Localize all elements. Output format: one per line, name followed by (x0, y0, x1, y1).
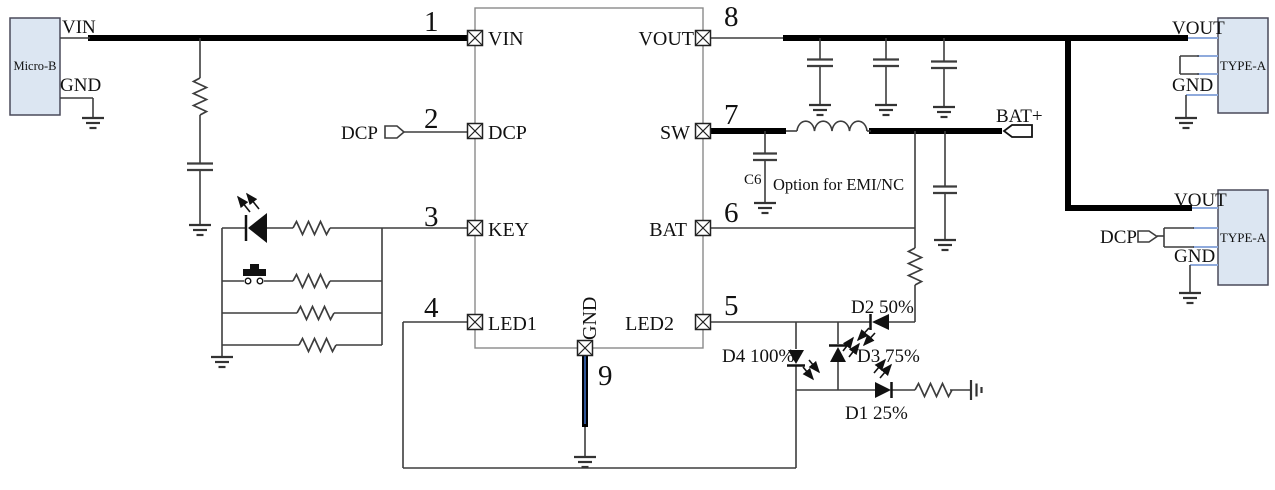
type-a-top-vout-label: VOUT (1172, 18, 1225, 39)
sw-inductor-stage: C6 Option for EMI/NC BAT+ (744, 106, 1043, 215)
wire-vout-branch-thick (1065, 38, 1192, 211)
ic-pin-led2-label: LED2 (625, 313, 674, 335)
type-a-connector-bottom: TYPE-A VOUT DCP GND (1100, 189, 1269, 305)
net-tag-dcp2-icon (1137, 230, 1159, 243)
pin-number-6: 6 (724, 197, 739, 229)
led-d2-label: D2 50% (851, 297, 914, 318)
led-d3-label: D3 75% (857, 346, 920, 367)
type-a-top-gnd-label: GND (1172, 75, 1213, 96)
key-network (209, 192, 467, 369)
type-a-bottom-gnd-label: GND (1174, 246, 1215, 267)
pin-number-9: 9 (598, 360, 613, 392)
ic-pin-bat-label: BAT (649, 219, 687, 241)
net-tag-bat-plus-icon (1002, 124, 1033, 138)
led-d4-icon (787, 350, 821, 381)
micro-b-connector: Micro-B VIN GND (9, 17, 106, 130)
key-led-icon (237, 192, 267, 243)
ic-pin-dcp-label: DCP (488, 122, 527, 144)
pin-number-7: 7 (724, 99, 739, 131)
micro-b-gnd-label: GND (60, 75, 101, 96)
micro-b-vin-label: VIN (62, 17, 96, 38)
led-d3-icon (829, 336, 860, 362)
ic-pin-key-label: KEY (488, 219, 529, 241)
type-a-bottom-dcp-label: DCP (1100, 227, 1137, 248)
net-tag-dcp-icon (384, 125, 406, 139)
c6-label: C6 (744, 172, 762, 188)
ic-pin-vout-label: VOUT (638, 28, 694, 50)
dcp-input-label: DCP (341, 123, 378, 144)
pin-number-2: 2 (424, 103, 439, 135)
main-ic: VIN DCP KEY LED1 VOUT SW BAT LED2 GND 1 … (424, 1, 739, 392)
bat-branch (710, 131, 959, 323)
inductor-icon (796, 120, 868, 132)
type-a-bottom-label: TYPE-A (1220, 230, 1267, 245)
thick-wires (88, 35, 1192, 211)
bat-plus-label: BAT+ (996, 106, 1043, 127)
emi-note: Option for EMI/NC (773, 175, 904, 194)
ic-pin-led1-label: LED1 (488, 313, 537, 335)
type-a-top-label: TYPE-A (1220, 58, 1267, 73)
ic-pin-gnd-label: GND (579, 297, 601, 340)
pin-number-3: 3 (424, 201, 439, 233)
led-d4-label: D4 100% (722, 346, 794, 367)
led-d1-icon (873, 358, 893, 398)
pin-number-1: 1 (424, 6, 439, 38)
status-led-matrix: D2 50% D4 100% D3 75% D1 25% (710, 297, 983, 424)
vout-cap-bank (710, 37, 959, 119)
data-short-bracket (1179, 55, 1199, 118)
pin-number-8: 8 (724, 1, 739, 33)
dcp-short-bracket (1157, 227, 1194, 293)
led-d2-icon (856, 314, 889, 347)
pin-number-4: 4 (424, 292, 439, 324)
micro-b-label: Micro-B (13, 59, 56, 73)
type-a-bottom-vout-label: VOUT (1174, 190, 1227, 211)
led-d1-label: D1 25% (845, 403, 908, 424)
type-a-connector-top: TYPE-A VOUT GND (1172, 17, 1269, 130)
pin-number-5: 5 (724, 290, 739, 322)
ic-pin-vin-label: VIN (488, 28, 524, 50)
dcp-input-net: DCP (341, 123, 467, 144)
pushbutton-icon (243, 264, 266, 285)
led1-route (402, 321, 797, 469)
ic-pin-sw-label: SW (660, 122, 690, 144)
